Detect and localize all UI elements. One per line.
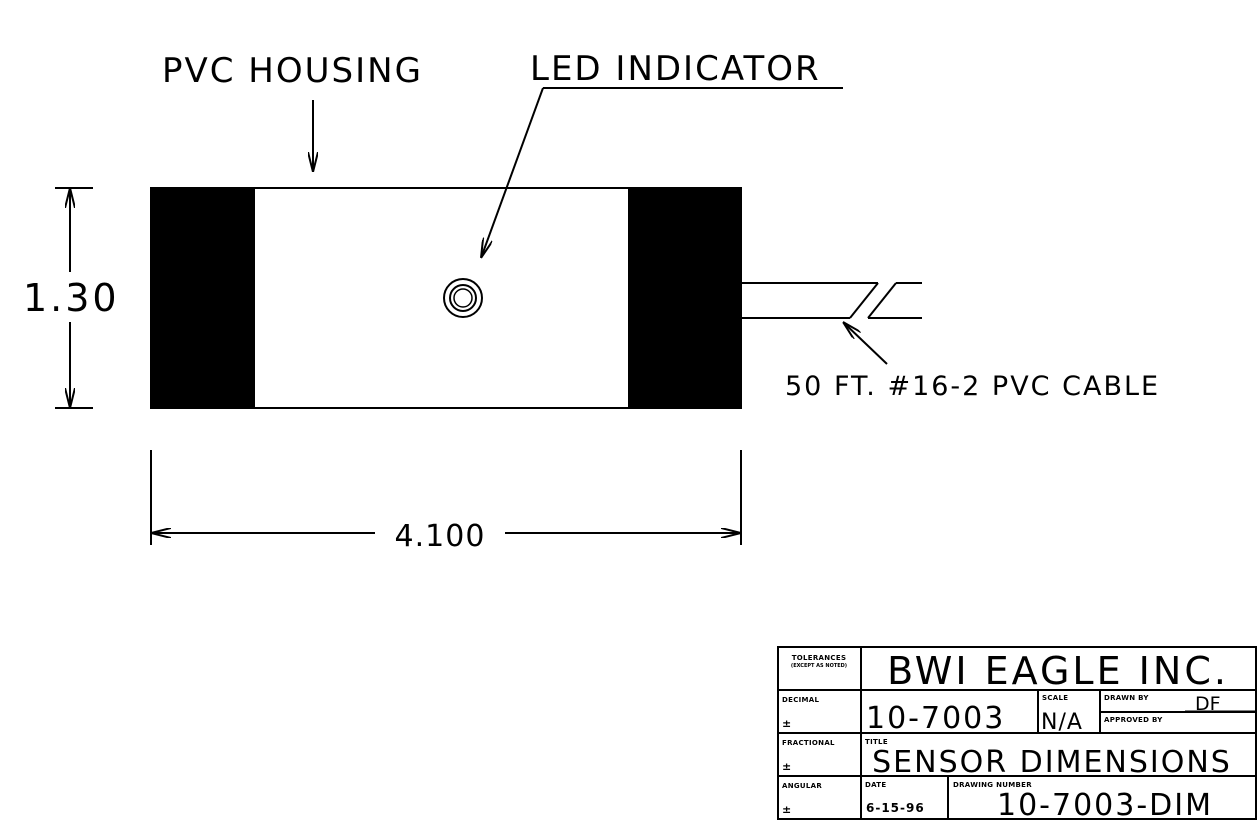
sensor-body: [150, 187, 742, 409]
pvc-housing-label: PVC HOUSING: [162, 51, 423, 91]
title-label: TITLE: [865, 738, 888, 746]
angular-value: ±: [782, 803, 791, 816]
led-indicator-label: LED INDICATOR: [530, 49, 821, 89]
tolerances-label: TOLERANCES: [792, 654, 847, 662]
scale-value: N/A: [1041, 710, 1083, 735]
cable-leader: [843, 322, 888, 365]
title-block: TOLERANCES (EXCEPT AS NOTED) DECIMAL ± F…: [777, 646, 1257, 823]
led-indicator-callout: LED INDICATOR: [481, 49, 843, 258]
fractional-value: ±: [782, 760, 791, 773]
height-dimension: 1.30: [23, 187, 120, 409]
decimal-label: DECIMAL: [782, 696, 820, 704]
led-indicator-leader: [481, 87, 544, 258]
tolerances-note: (EXCEPT AS NOTED): [791, 663, 847, 669]
cable-label: 50 FT. #16-2 PVC CABLE: [785, 371, 1160, 402]
drawn-by-value: DF: [1195, 693, 1221, 715]
left-end-cap: [151, 188, 255, 408]
decimal-value: ±: [782, 717, 791, 730]
pvc-housing-callout: PVC HOUSING: [162, 51, 423, 172]
height-dimension-value: 1.30: [23, 276, 120, 320]
cable-callout: 50 FT. #16-2 PVC CABLE: [785, 322, 1160, 402]
right-end-cap: [628, 188, 741, 408]
scale-label: SCALE: [1042, 694, 1068, 702]
width-dimension: 4.100: [150, 450, 742, 554]
angular-label: ANGULAR: [782, 782, 822, 790]
company-name: BWI EAGLE INC.: [887, 649, 1229, 693]
fractional-label: FRACTIONAL: [782, 739, 835, 747]
width-dimension-value: 4.100: [395, 519, 486, 554]
approved-by-label: APPROVED BY: [1104, 716, 1163, 724]
drawn-by-label: DRAWN BY: [1104, 694, 1149, 702]
led-indicator-icon: [443, 278, 483, 318]
part-number: 10-7003: [866, 701, 1005, 736]
drawing-number-value: 10-7003-DIM: [997, 788, 1213, 821]
drawing-number-label: DRAWING NUMBER: [953, 781, 1032, 789]
cable: [741, 282, 922, 319]
date-label: DATE: [865, 781, 886, 789]
date-value: 6-15-96: [866, 801, 925, 815]
title-value: SENSOR DIMENSIONS: [872, 745, 1232, 780]
